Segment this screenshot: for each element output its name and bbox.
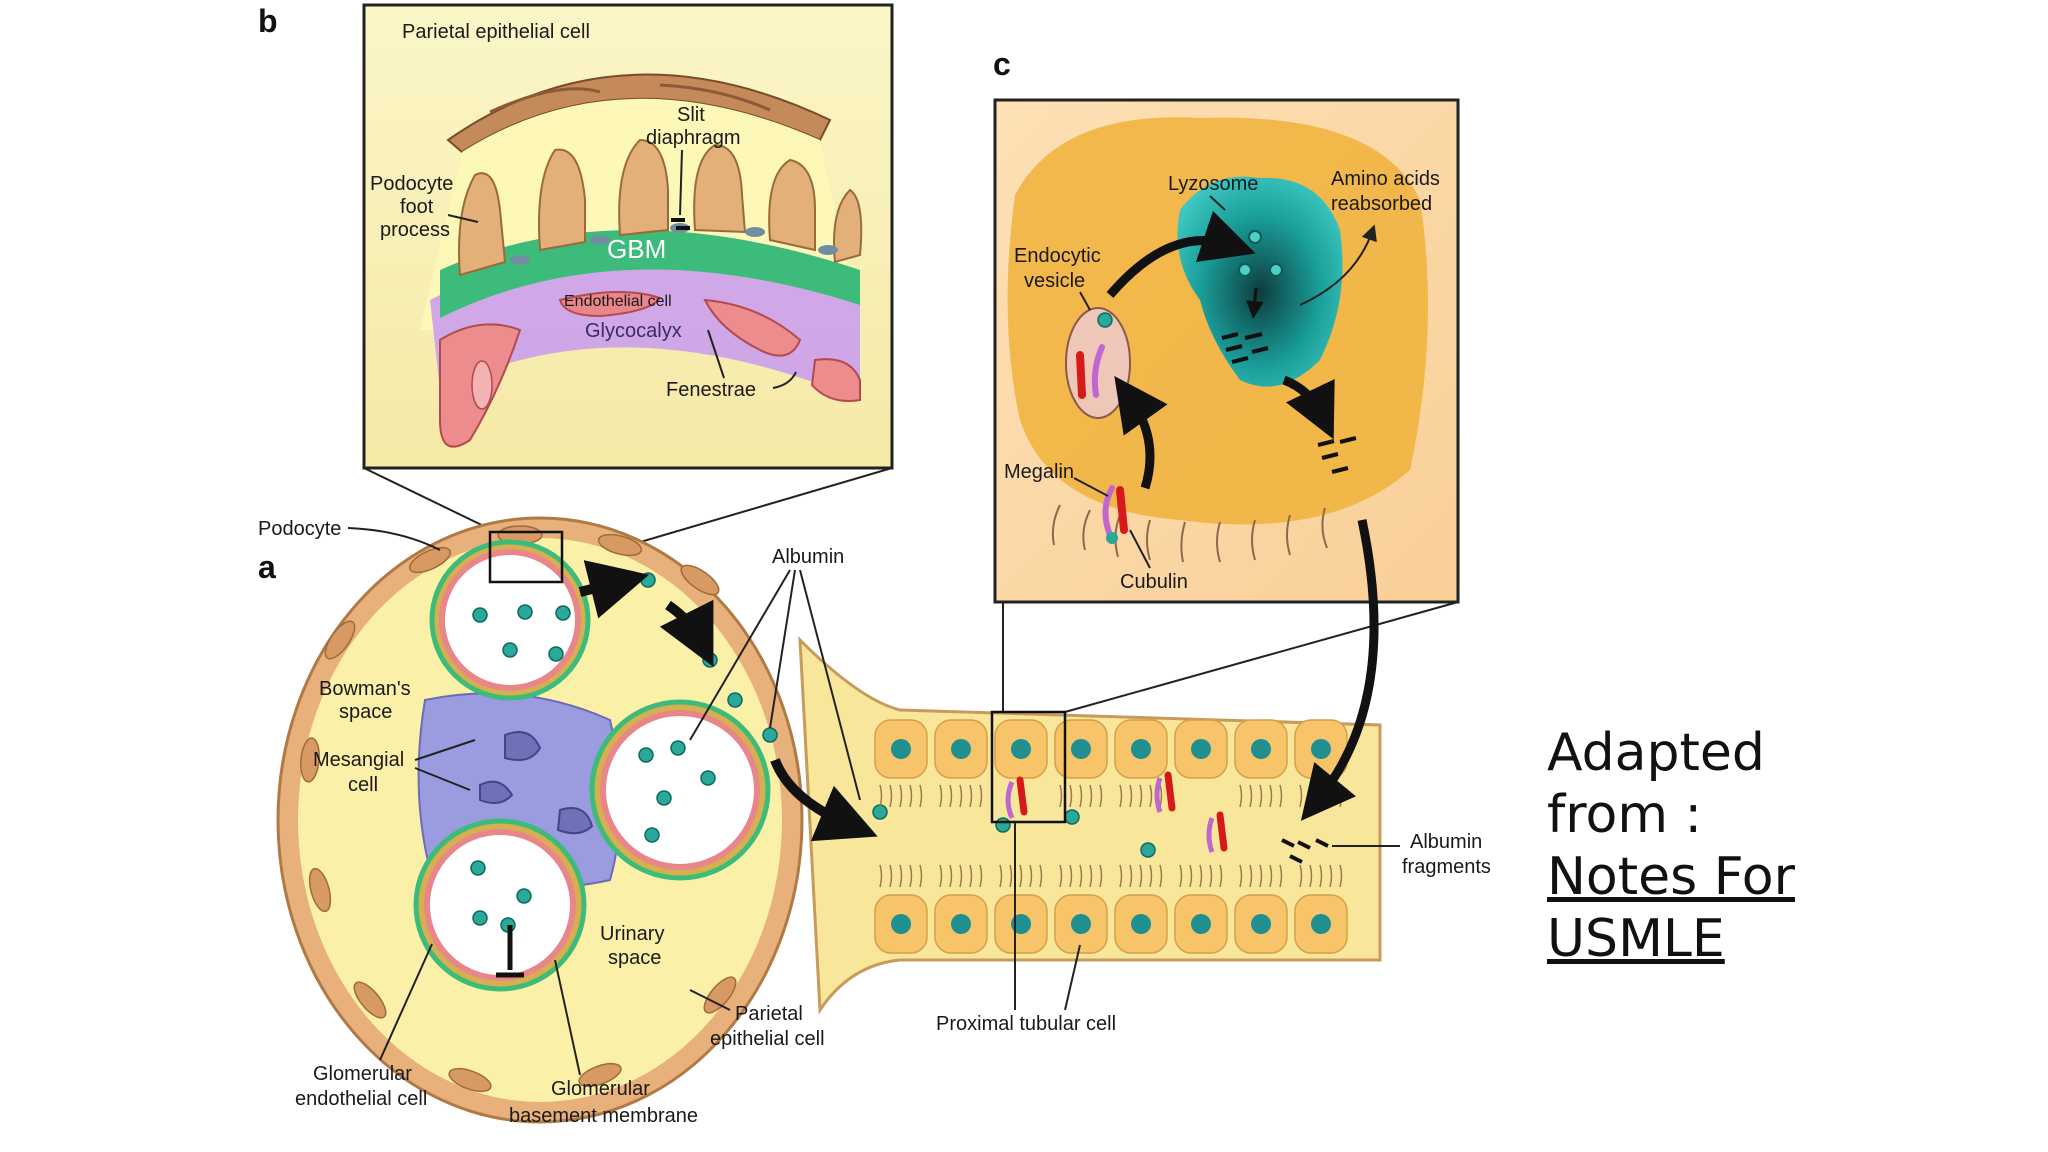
panel-letter-c: c [993,46,1011,82]
label-fenestrae: Fenestrae [666,379,756,401]
label-albumin-fragments-1: Albumin [1410,831,1482,853]
label-gbm-a-2: basement membrane [509,1105,698,1127]
panel-letter-a: a [258,549,276,585]
label-mesangial-cell-1: Mesangial [313,749,404,771]
label-proximal-tubular-cell: Proximal tubular cell [936,1013,1116,1035]
credit-line-2: from : [1547,785,1703,845]
credit-line-1: Adapted [1547,723,1765,783]
source-link-2[interactable]: USMLE [1547,909,1725,969]
label-gbm: GBM [607,234,666,264]
label-amino-acids-1: Amino acids [1331,168,1440,190]
panel-b-inset: Parietal epithelial cell Slit diaphragm … [362,3,894,470]
label-parietal-epithelial-b: Parietal epithelial cell [402,21,590,43]
label-lyzosome: Lyzosome [1168,173,1258,195]
label-urinary-space-2: space [608,947,661,969]
label-bowmans-space-2: space [339,701,392,723]
label-endocytic-vesicle-2: vesicle [1024,270,1085,292]
label-podocyte-foot-3: process [380,219,450,241]
label-amino-acids-2: reabsorbed [1331,193,1432,215]
label-gbm-a-1: Glomerular [551,1078,650,1100]
label-podocyte: Podocyte [258,518,341,540]
source-link-1[interactable]: Notes For [1547,847,1795,907]
source-credit: Adapted from : Notes For USMLE [1547,722,1967,970]
label-podocyte-foot-2: foot [400,196,434,218]
label-podocyte-foot-1: Podocyte [370,173,453,195]
label-glomerular-endothelial-2: endothelial cell [295,1088,427,1110]
label-cubulin: Cubulin [1120,571,1188,593]
panel-a-glomerulus: Podocyte Albumin Bowman's space Mesangia… [258,516,1491,1127]
label-urinary-space-1: Urinary [600,923,664,945]
label-glycocalyx: Glycocalyx [585,320,682,342]
label-parietal-epithelial-a-2: epithelial cell [710,1028,825,1050]
foot-processes [458,138,863,277]
label-slit-2: diaphragm [646,127,741,149]
label-megalin: Megalin [1004,461,1074,483]
panel-c-inset: Lyzosome Amino acids reabsorbed Endocyti… [993,98,1460,604]
panel-letter-b: b [258,3,278,39]
label-mesangial-cell-2: cell [348,774,378,796]
label-bowmans-space-1: Bowman's [319,678,411,700]
label-endocytic-vesicle-1: Endocytic [1014,245,1101,267]
label-glomerular-endothelial-1: Glomerular [313,1063,412,1085]
label-albumin-fragments-2: fragments [1402,856,1491,878]
label-endothelial-cell: Endothelial cell [564,293,672,310]
label-slit-1: Slit [677,104,705,126]
tubule-cells [874,719,1348,954]
label-albumin: Albumin [772,546,844,568]
label-parietal-epithelial-a-1: Parietal [735,1003,803,1025]
